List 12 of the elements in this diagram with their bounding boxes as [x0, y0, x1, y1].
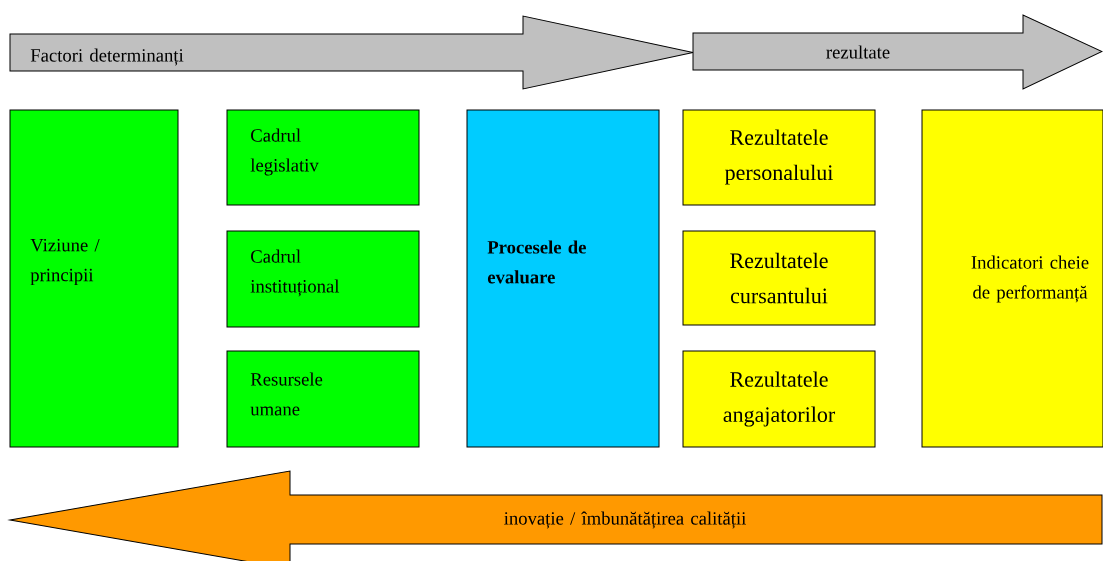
box: Cadrul instituțional	[226, 230, 420, 328]
arrow-shaped-banner: rezultate	[692, 14, 1103, 90]
box: Cadrul legislativ	[226, 109, 420, 206]
box: Rezultatele angajatorilor	[682, 350, 876, 448]
box: Procesele de evaluare	[466, 109, 660, 448]
box: Indicatori cheie de performanță	[921, 109, 1103, 448]
box: Viziune / principii	[9, 109, 179, 448]
arrow-shaped-banner: Factori determinanți	[9, 15, 694, 90]
box: Rezultatele cursantului	[682, 230, 876, 326]
box: Rezultatele personalului	[682, 109, 876, 206]
arrow-shaped-banner: inovație / îmbunătățirea calității	[9, 470, 1103, 561]
box: Resursele umane	[226, 350, 420, 448]
